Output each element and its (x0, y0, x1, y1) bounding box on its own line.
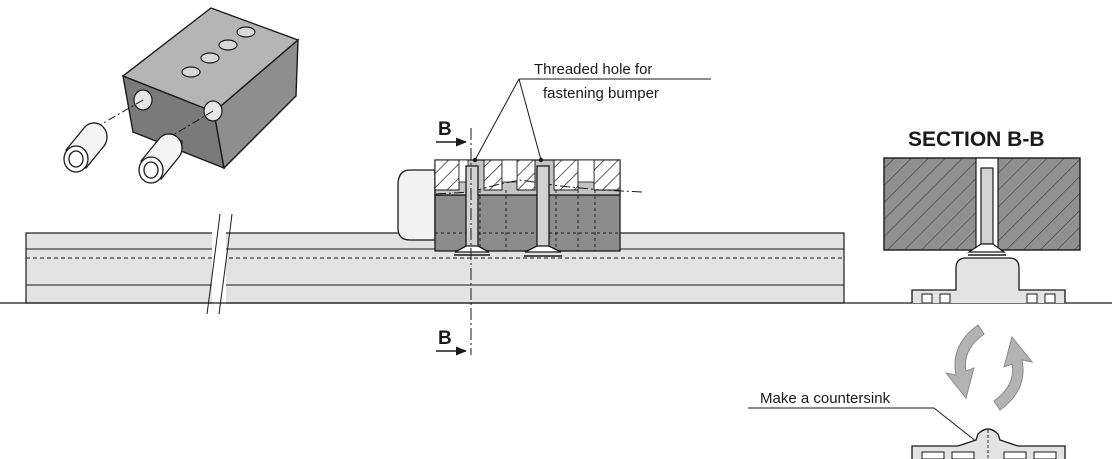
carriage-isometric-view (63, 7, 300, 184)
rotation-arrows-icon (944, 324, 1034, 411)
callout-threaded-line-1: Threaded hole for (534, 61, 652, 78)
section-mark-top: B (436, 119, 468, 147)
carriage-top-holes (181, 26, 256, 78)
countersink-note: Make a countersink (760, 390, 891, 407)
carriage-lower-body (434, 194, 621, 252)
section-bb-title: SECTION B-B (908, 128, 1045, 151)
section-bb-view: SECTION B-B (883, 128, 1081, 304)
section-mark-label-top: B (438, 119, 452, 140)
threaded-hole-callout: Threaded hole for fastening bumper (472, 61, 711, 163)
fastening-bolt-2 (524, 165, 562, 257)
bumper-isometric-1 (63, 122, 108, 173)
callout-threaded-line-2: fastening bumper (543, 85, 659, 102)
countersink-callout: Make a countersink (748, 390, 984, 448)
section-bb-rail-profile (911, 257, 1066, 303)
fastening-bolt-1 (454, 165, 490, 256)
bumper-side (397, 169, 436, 241)
inverted-rail-profile (911, 428, 1066, 459)
bumper-isometric-2 (138, 133, 183, 184)
section-mark-label-bottom: B (438, 328, 452, 349)
carriage-side-face (213, 38, 299, 170)
section-mark-bottom: B (436, 328, 468, 356)
carriage-section-view (397, 128, 644, 355)
